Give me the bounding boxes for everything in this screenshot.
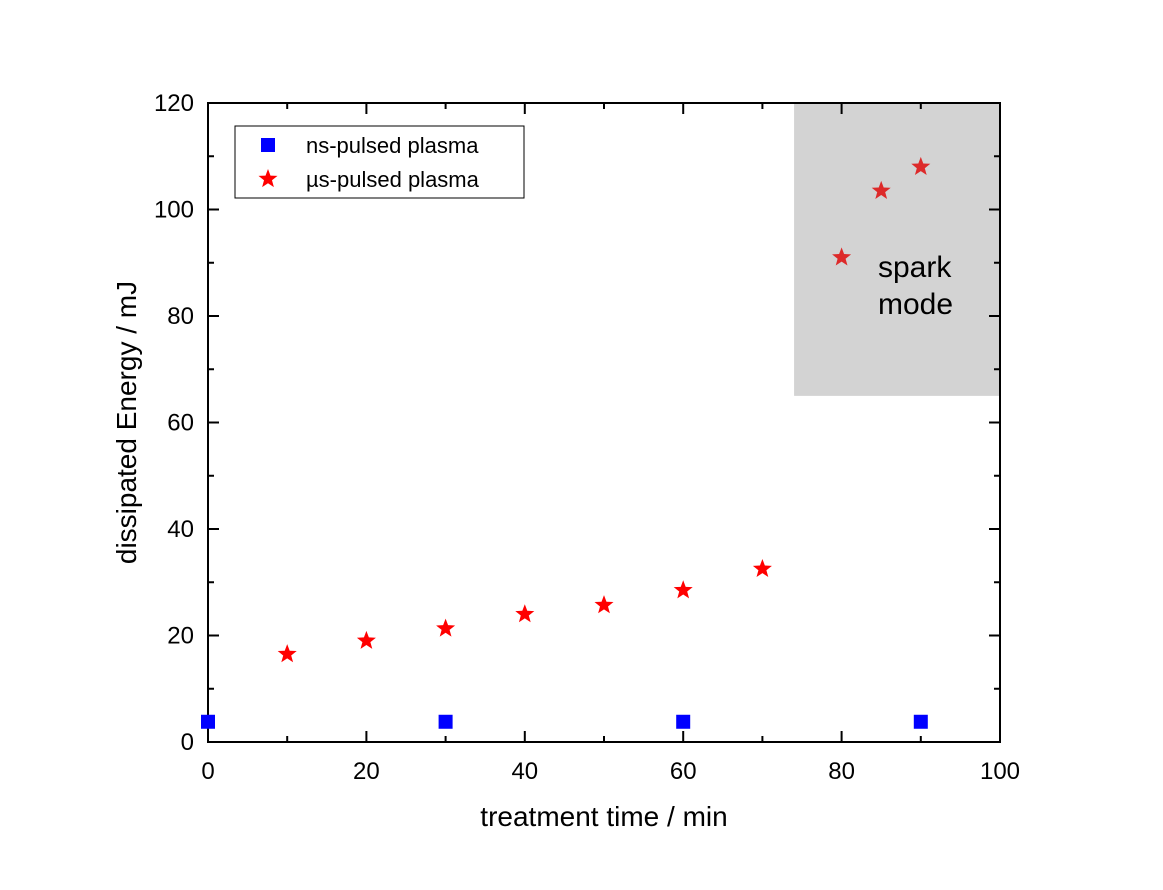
data-point [436, 618, 456, 637]
series-star-points [277, 156, 931, 663]
plot-frame [207, 102, 1001, 743]
data-points-layer [201, 156, 931, 729]
y-axis-label: dissipated Energy / mJ [111, 281, 142, 564]
data-point [594, 595, 614, 614]
y-tick-label: 20 [167, 623, 194, 650]
x-tick-label: 40 [511, 758, 538, 785]
x-tick-label: 0 [201, 758, 214, 785]
data-point [673, 580, 693, 599]
y-tick-label: 60 [167, 410, 194, 437]
x-tick-label: 20 [353, 758, 380, 785]
shaded-region-layer [794, 103, 1000, 396]
legend-label: µs-pulsed plasma [306, 167, 480, 192]
data-point [201, 714, 215, 729]
legend-box [234, 125, 525, 199]
spark-mode-region [794, 103, 1000, 396]
legend-marker [261, 138, 275, 152]
data-point [676, 714, 691, 729]
data-point [277, 644, 297, 663]
spark-mode-label: spark mode [878, 251, 953, 321]
ticks-layer: 0 20 40 60 80 100 0 20 40 60 80 100 120 [154, 90, 1020, 785]
legend-label: ns-pulsed plasma [306, 133, 479, 158]
data-point [911, 156, 931, 175]
data-point [752, 558, 772, 578]
region-label-line: mode [878, 288, 953, 321]
data-point [832, 247, 852, 266]
y-tick-label: 40 [167, 516, 194, 543]
y-tick-label: 100 [154, 197, 194, 224]
data-point [356, 630, 376, 649]
series-square-points [201, 714, 928, 729]
data-point [913, 714, 928, 729]
y-tick-label: 80 [167, 303, 194, 330]
x-tick-label: 60 [670, 758, 697, 785]
y-tick-label: 0 [181, 729, 194, 756]
region-label-line: spark [878, 251, 952, 284]
x-tick-label: 100 [980, 758, 1020, 785]
y-tick-label: 120 [154, 90, 194, 117]
x-axis-label: treatment time / min [480, 801, 727, 832]
x-tick-label: 80 [828, 758, 855, 785]
legend-marker [258, 169, 278, 188]
data-point [871, 180, 891, 199]
data-point [515, 604, 535, 623]
legend: ns-pulsed plasma µs-pulsed plasma [234, 125, 525, 199]
data-point [438, 714, 453, 729]
